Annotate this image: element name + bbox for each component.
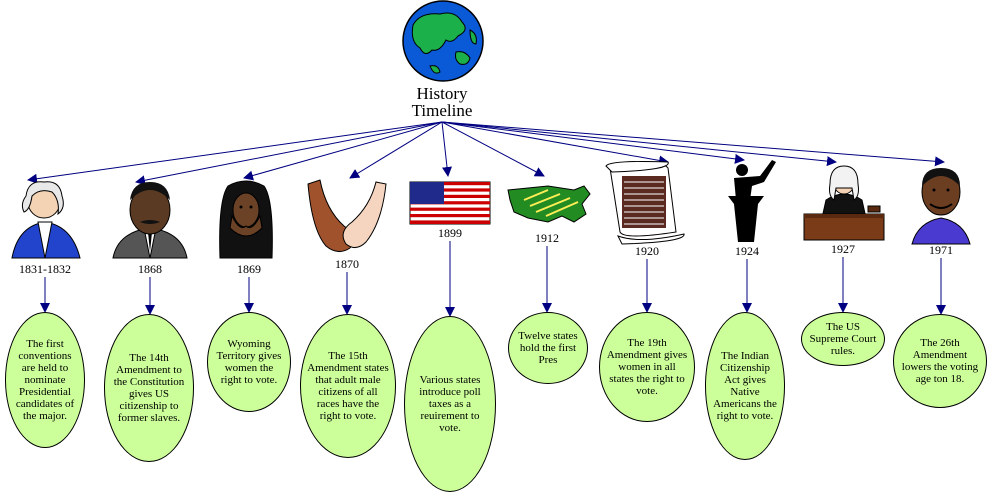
us-flag-icon [409, 181, 491, 225]
handshake-icon [307, 179, 387, 252]
event-year-label: 1971 [929, 243, 953, 257]
title-line-2: Timeline [411, 101, 473, 120]
connector-line [243, 121, 443, 181]
young-man-portrait-icon [911, 168, 971, 245]
event-year-label: 1927 [831, 242, 855, 256]
event-year-label: 1868 [138, 262, 162, 276]
connector-line [441, 121, 452, 177]
connector-line [441, 121, 669, 166]
us-map-icon [507, 185, 591, 223]
event-year-label: 1920 [635, 244, 659, 258]
mlk-portrait-icon [112, 182, 188, 259]
event-description-bubble: The 14th Amendment to the Constitution g… [104, 314, 194, 462]
event-description-bubble: The US Supreme Court rules. [801, 312, 885, 366]
event-year-label: 1869 [237, 262, 261, 276]
event-description-text: Twelve states hold the first Pres [518, 330, 578, 366]
globe-icon [402, 0, 484, 82]
george-washington-portrait-icon [11, 181, 81, 259]
scroll-document-icon [605, 161, 685, 245]
event-year-label: 1831-1832 [19, 262, 71, 276]
event-description-text: The 14th Amendment to the Constitution g… [113, 352, 185, 424]
event-description-text: The first conventions are held to nomina… [15, 338, 75, 422]
connector-lines [27, 121, 945, 186]
event-year-label: 1870 [335, 257, 359, 271]
event-description-text: Wyoming Territory gives women the right … [216, 338, 282, 386]
event-description-text: Various states introduce poll taxes as a… [419, 374, 481, 434]
connector-line [441, 121, 837, 167]
event-year-label: 1912 [535, 231, 559, 245]
event-description-text: The 15th Amendment states that adult mal… [307, 350, 389, 422]
event-year-label: 1899 [438, 226, 462, 240]
connector-line [441, 121, 945, 167]
connector-line [441, 121, 745, 164]
event-description-bubble: The first conventions are held to nomina… [5, 312, 85, 448]
event-description-bubble: The 15th Amendment states that adult mal… [300, 314, 396, 458]
connector-line [27, 121, 443, 184]
event-description-bubble: The 19th Amendment gives women in all st… [599, 312, 695, 422]
connector-line [349, 121, 443, 179]
connector-line [441, 121, 545, 177]
event-description-bubble: The Indian Citizenship Act gives Native … [705, 312, 785, 460]
event-description-text: The 19th Amendment gives women in all st… [606, 337, 688, 397]
event-description-text: The 26th Amendment lowers the voting age… [901, 337, 979, 385]
judge-icon [803, 165, 885, 241]
event-description-bubble: The 26th Amendment lowers the voting age… [893, 314, 987, 408]
speaker-podium-icon [728, 160, 776, 242]
connector-line [135, 121, 443, 186]
woman-portrait-icon [219, 180, 273, 259]
event-year-label: 1924 [735, 244, 759, 258]
event-description-text: The US Supreme Court rules. [809, 321, 877, 357]
event-description-bubble: Wyoming Territory gives women the right … [207, 312, 291, 412]
event-description-text: The Indian Citizenship Act gives Native … [713, 350, 777, 422]
bubble-arrows [40, 241, 946, 317]
title-line-1: History [416, 84, 468, 103]
event-description-bubble: Various states introduce poll taxes as a… [404, 316, 496, 492]
event-description-bubble: Twelve states hold the first Pres [508, 312, 588, 384]
diagram-title: History Timeline [392, 85, 492, 119]
